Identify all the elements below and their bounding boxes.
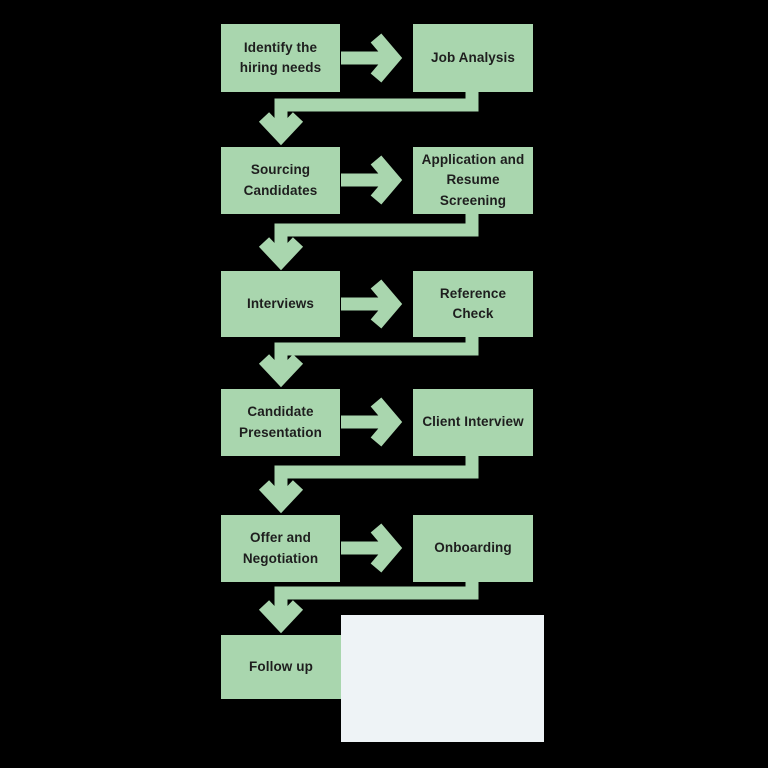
flow-box-identify-hiring-needs: Identify the hiring needs: [221, 24, 340, 92]
flow-box-sourcing-candidates: Sourcing Candidates: [221, 147, 340, 214]
arrow-right-3: [341, 279, 403, 329]
flow-box-candidate-presentation: Candidate Presentation: [221, 389, 340, 456]
flow-box-reference-check: Reference Check: [413, 271, 533, 337]
arrow-right-1: [341, 33, 403, 83]
arrow-right-5: [341, 523, 403, 573]
connector-down-4: [258, 455, 479, 514]
connector-down-1: [258, 91, 479, 146]
flow-box-offer-negotiation: Offer and Negotiation: [221, 515, 340, 582]
connector-down-3: [258, 336, 479, 388]
flow-box-job-analysis: Job Analysis: [413, 24, 533, 92]
connector-down-5: [258, 581, 479, 634]
arrow-right-2: [341, 155, 403, 205]
flow-box-onboarding: Onboarding: [413, 515, 533, 582]
flow-box-interviews: Interviews: [221, 271, 340, 337]
flow-box-client-interview: Client Interview: [413, 389, 533, 456]
flow-box-application-resume-screening: Application and Resume Screening: [413, 147, 533, 214]
connector-down-2: [258, 213, 479, 271]
blank-card: [341, 615, 544, 742]
arrow-right-4: [341, 397, 403, 447]
flow-box-follow-up: Follow up: [221, 635, 341, 699]
